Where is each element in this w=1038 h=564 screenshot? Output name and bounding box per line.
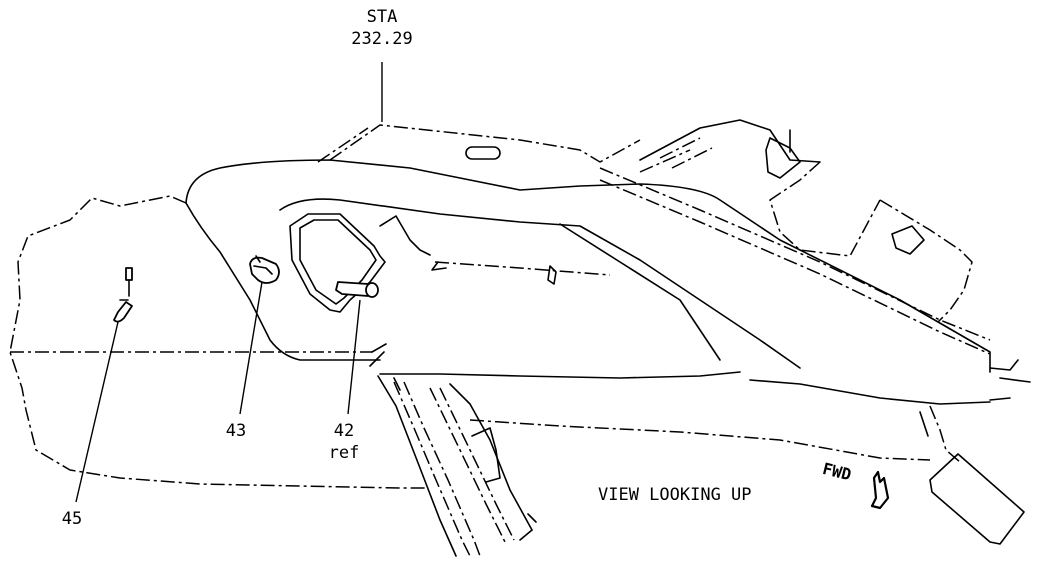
- fwd-indicator: FWD: [821, 459, 890, 510]
- station-value-label: 232.29: [351, 29, 412, 49]
- callout-42: 42: [334, 421, 354, 441]
- upper-right-bracket: [639, 119, 973, 323]
- callout-43: 43: [226, 421, 246, 441]
- part-42-pin: [335, 281, 379, 298]
- lower-beam: [369, 343, 537, 557]
- access-slot: [465, 146, 501, 160]
- station-prefix-label: STA: [367, 7, 398, 27]
- main-frame: [185, 159, 1031, 405]
- callout-45: 45: [62, 509, 82, 529]
- left-skin-panel: [9, 195, 428, 489]
- lower-right-tab: [919, 405, 1025, 545]
- stringer-lines: [10, 124, 991, 461]
- view-looking-up-label: VIEW LOOKING UP: [598, 485, 752, 505]
- callout-42-ref: ref: [329, 443, 360, 463]
- fwd-arrow-icon: [870, 470, 890, 510]
- part-45-clip: [113, 267, 133, 323]
- part-43-fitting: [249, 255, 280, 284]
- inner-opening-frame: [289, 213, 557, 313]
- fwd-label: FWD: [821, 459, 854, 484]
- leader-lines: [75, 62, 383, 503]
